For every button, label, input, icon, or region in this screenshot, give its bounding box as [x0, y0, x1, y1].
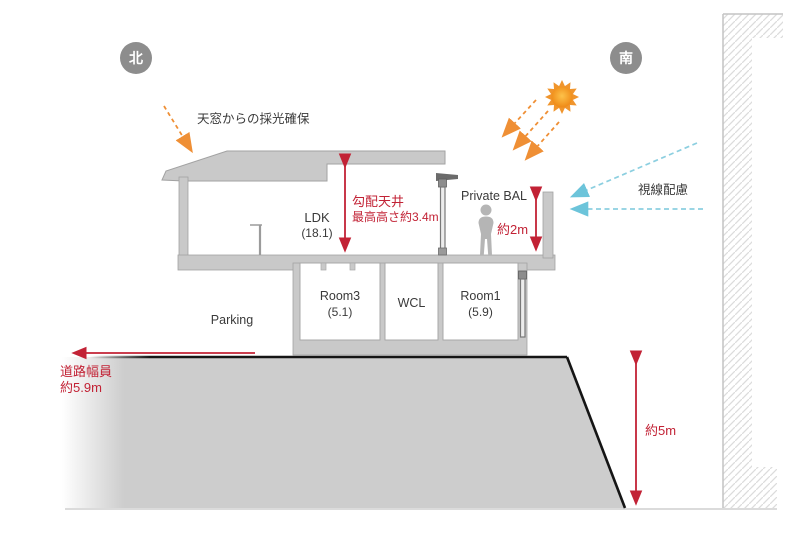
- road-width-line1: 道路幅員: [60, 364, 113, 379]
- sun-icon: [545, 80, 579, 114]
- room1-area: (5.9): [468, 304, 493, 319]
- room3-name: Room3: [319, 289, 361, 303]
- wcl-label: WCL: [397, 296, 426, 310]
- ground-height-label: 約5m: [645, 423, 677, 438]
- slope-line: [565, 356, 627, 509]
- road-width-line2: 約5.9m: [60, 380, 102, 396]
- jamb-notch: [349, 262, 356, 271]
- roof: [161, 150, 446, 182]
- dimension-arrows: [71, 153, 643, 506]
- neighbor-wall: [722, 13, 783, 508]
- sloped-ceiling-annotation: 勾配天井 最高高さ約3.4m: [352, 194, 439, 225]
- ground-mass: [62, 355, 777, 510]
- skylight-annotation: 天窓からの採光確保: [197, 112, 310, 126]
- balcony-label: Private BAL: [461, 189, 528, 203]
- room3-label: Room3 (5.1): [300, 289, 380, 320]
- north-label: 北: [129, 50, 143, 66]
- room1-label: Room1 (5.9): [443, 289, 518, 320]
- room1-name: Room1: [460, 289, 501, 303]
- parking-label: Parking: [210, 313, 254, 327]
- skylight-arrow: [163, 105, 193, 154]
- room3-area: (5.1): [327, 304, 353, 319]
- kitchen-counter: [250, 224, 262, 255]
- house-structure: [161, 150, 556, 356]
- sloped-ceiling-line1: 勾配天井: [352, 194, 405, 209]
- balcony-height-label: 約2m: [497, 222, 529, 237]
- ldk-name: LDK: [304, 210, 330, 225]
- ldk-window: [436, 173, 458, 256]
- sightline-annotation: 視線配慮: [638, 183, 689, 197]
- road-width-annotation: 道路幅員 約5.9m: [60, 364, 112, 397]
- south-badge: 南: [610, 42, 642, 74]
- sunlight-arrows: [501, 99, 560, 161]
- wcl-box: [384, 262, 439, 341]
- south-label: 南: [619, 50, 633, 66]
- balcony-wall: [542, 191, 554, 259]
- ldk-area: (18.1): [301, 226, 333, 241]
- left-wall: [178, 176, 189, 259]
- north-badge: 北: [120, 42, 152, 74]
- room1-window: [518, 270, 527, 338]
- ldk-room-label: LDK (18.1): [285, 210, 349, 241]
- sightline-arrows: [569, 142, 703, 217]
- room1-box: [442, 262, 519, 341]
- sloped-ceiling-line2: 最高高さ約3.4m: [352, 210, 439, 225]
- jamb-notch: [320, 262, 327, 271]
- room3-box: [299, 262, 381, 341]
- person-figure: [478, 204, 494, 255]
